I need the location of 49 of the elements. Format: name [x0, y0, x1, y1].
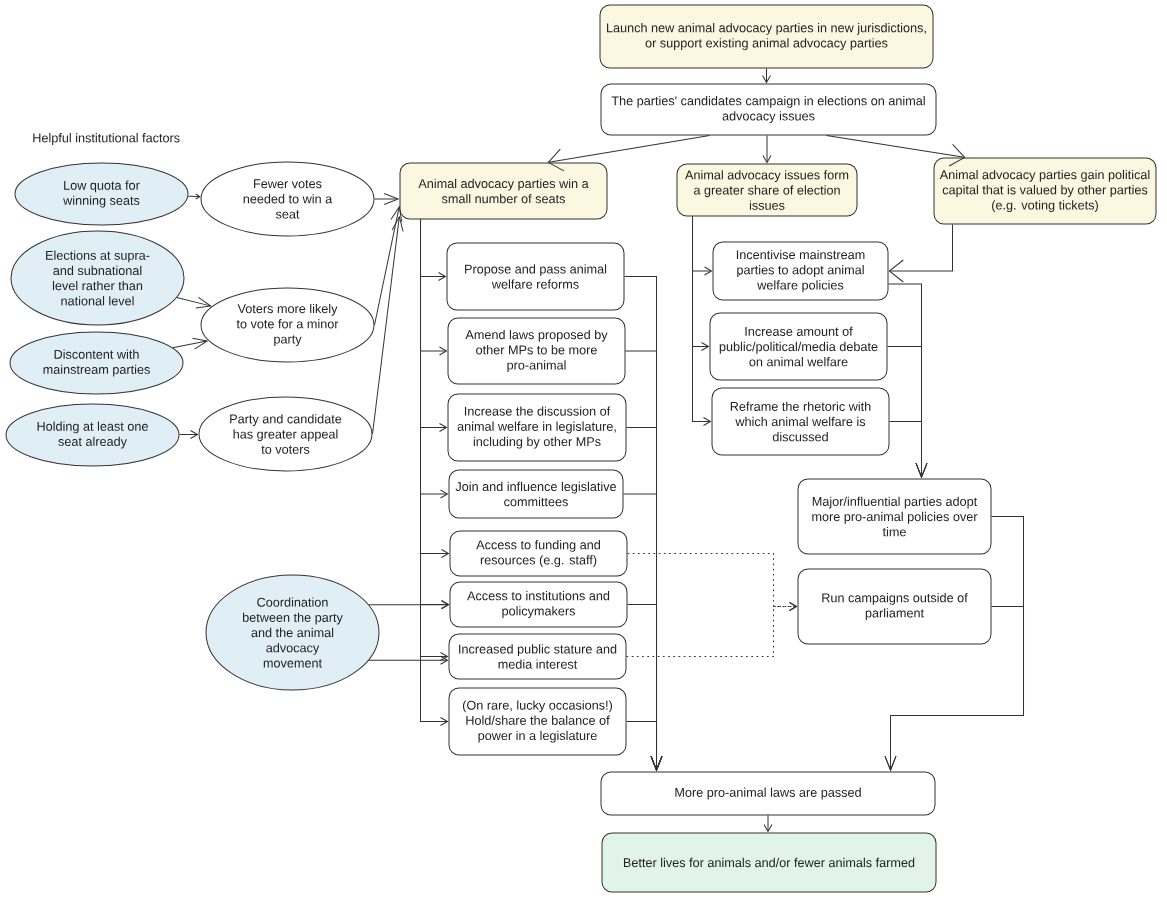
process-box: Increase amount of public/political/media debate on animal welfare: [709, 312, 888, 381]
process-box: Increase the discussion of animal welfare in legislature, including by other MPs: [447, 393, 627, 462]
ellipse-node: Elections at supra- and subnational level rather than national level: [10, 230, 185, 326]
process-box: (On rare, lucky occasions!) Hold/share the balance of power in a legislature: [448, 687, 627, 756]
arrow: [368, 655, 448, 665]
process-box: Propose and pass animal welfare reforms: [446, 242, 625, 311]
arrow: [176, 296, 212, 309]
process-box: Reframe the rhetoric with which animal welfare is discussed: [711, 387, 890, 456]
arrow: [763, 815, 773, 832]
section-label: Helpful institutional factors: [33, 133, 180, 145]
process-box: Major/influential parties adopt more pro-animal policies over time: [797, 478, 992, 555]
process-box: Launch new animal advocacy parties in new jurisdictions, or support existing animal advocacy parties: [599, 4, 934, 69]
ellipse-node: Low quota for winning seats: [14, 162, 189, 226]
process-box: Run campaigns outside of parliament: [797, 568, 992, 645]
arrow: [372, 216, 404, 435]
process-box: Incentivise mainstream parties to adopt animal welfare policies: [712, 241, 889, 301]
dotted-arrow: [626, 602, 797, 657]
process-box: Amend laws proposed by other MPs to be more pro-animal: [447, 317, 626, 385]
process-box: Join and influence legislative committees: [448, 469, 624, 519]
process-box: More pro-animal laws are passed: [600, 771, 936, 816]
process-box: Animal advocacy parties win a small number of seats: [399, 162, 608, 220]
process-box: The parties' candidates campaign in elections on animal advocacy issues: [600, 83, 937, 136]
process-box: Animal advocacy issues form a greater share of election issues: [676, 163, 858, 217]
arrow: [368, 600, 449, 610]
process-box: Access to institutions and policymakers: [449, 581, 628, 628]
arrow: [547, 135, 710, 172]
arrow: [884, 606, 1024, 771]
arrow: [187, 193, 201, 200]
arrow: [888, 224, 953, 283]
arrow: [172, 337, 208, 350]
process-box: Access to funding and resources (e.g. staff): [449, 530, 628, 577]
arrow: [626, 721, 663, 771]
arrow: [374, 206, 403, 326]
arrow: [179, 430, 198, 439]
arrow: [374, 193, 399, 205]
process-box: Increased public stature and media interest: [448, 633, 627, 680]
arrow: [692, 216, 711, 426]
ellipse-node: Discontent with mainstream parties: [9, 331, 184, 395]
arrow: [762, 68, 771, 83]
arrow: [762, 135, 772, 163]
ellipse-node: Voters more likely to vote for a minor party: [200, 287, 375, 363]
ellipse-node: Fewer votes needed to win a seat: [200, 161, 375, 237]
process-box: Animal advocacy parties gain political capital that is valued by other parties (e.g. voting tickets): [933, 157, 1157, 225]
ellipse-node: Holding at least one seat already: [5, 403, 180, 467]
ellipse-node: Coordination between the party and the animal advocacy movement: [205, 574, 380, 691]
process-box: Better lives for animals and/or fewer animals farmed: [601, 832, 937, 893]
arrow: [826, 135, 966, 167]
arrow: [889, 421, 928, 478]
ellipse-node: Party and candidate has greater appeal to voters: [198, 396, 373, 472]
